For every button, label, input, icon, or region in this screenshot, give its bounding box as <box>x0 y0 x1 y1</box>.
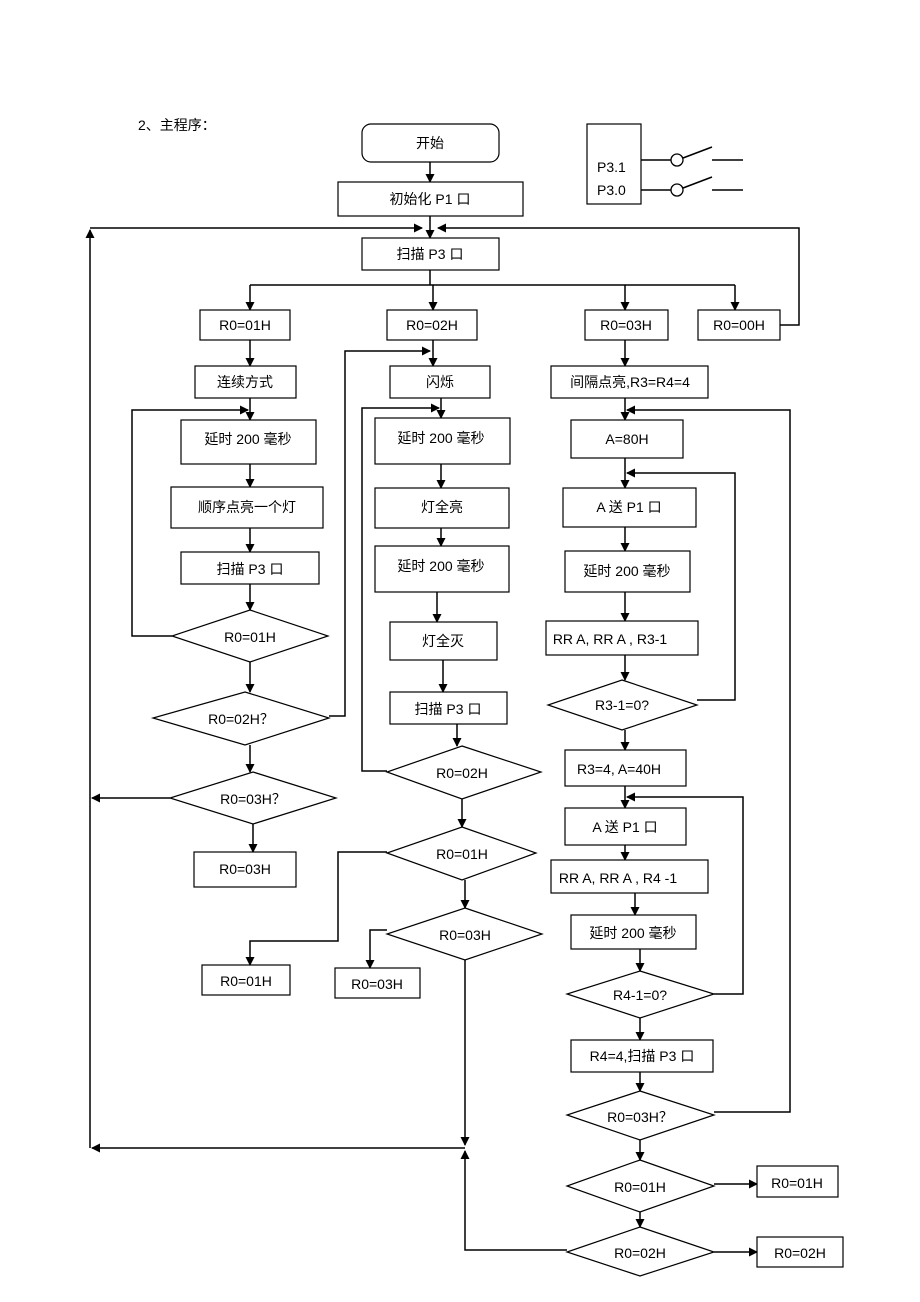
switch-p30-label: P3.0 <box>597 182 626 198</box>
return-line-r0-00 <box>437 223 800 326</box>
continuous-loop-arrow <box>131 405 249 637</box>
section-heading: 2、主程序： <box>138 117 216 133</box>
flash-check-01-label: R0=01H <box>436 846 488 862</box>
flash-all-on-box <box>374 487 510 529</box>
dispatch-r0-02-label: R0=02H <box>406 317 458 333</box>
flash-mode-box <box>389 365 491 399</box>
dispatch-r0-03-box <box>584 309 669 341</box>
flash-delay1-label: 延时 200 毫秒 <box>397 430 484 446</box>
interval-check-r3-decision <box>546 679 699 731</box>
continuous-set-03-box <box>193 851 297 888</box>
interval-set-01-box <box>756 1165 839 1198</box>
start-label: 开始 <box>416 135 444 151</box>
interval-check-01-label: R0=01H <box>614 1179 666 1195</box>
interval-loop-r4-arrow <box>626 792 744 995</box>
continuous-check-02-decision <box>150 691 331 746</box>
continuous-delay-label: 延时 200 毫秒 <box>204 431 291 447</box>
flash-loop-arrow <box>361 403 440 772</box>
flash-all-off-box <box>389 621 498 661</box>
continuous-delay-box <box>180 419 317 465</box>
interval-check-03-label: R0=03H？ <box>607 1109 673 1125</box>
dispatch-r0-03-label: R0=03H <box>600 317 652 333</box>
scan-main-label: 扫描 P3 口 <box>397 246 464 262</box>
interval-delay2-label: 延时 200 毫秒 <box>589 925 676 941</box>
interval-reset-r3-label: R3=4, A=40H <box>577 761 661 777</box>
flash-check-03-label: R0=03H <box>439 927 491 943</box>
interval-a80-box <box>570 419 684 459</box>
interval-mode-label: 间隔点亮,R3=R4=4 <box>570 374 690 390</box>
interval-check-02-label: R0=02H <box>614 1245 666 1261</box>
interval-set-02-box <box>756 1236 844 1268</box>
switch-panel <box>586 123 642 205</box>
continuous-light-one-box <box>170 486 324 529</box>
flash-mode-label: 闪烁 <box>426 374 454 390</box>
continuous-light-one-label: 顺序点亮一个灯 <box>198 499 296 515</box>
init-label: 初始化 P1 口 <box>390 191 471 207</box>
flash-delay2-label: 延时 200 毫秒 <box>397 558 484 574</box>
flash-set-03-label: R0=03H <box>351 976 403 992</box>
flow-arrow <box>365 929 387 969</box>
interval-loop-03-arrow <box>626 405 791 1113</box>
switch-p31-symbol <box>641 146 743 167</box>
interval-loop-r3-arrow <box>626 468 736 701</box>
dispatch-r0-00-label: R0=00H <box>713 317 765 333</box>
continuous-set-03-label: R0=03H <box>219 861 271 877</box>
dispatch-r0-02-box <box>386 309 478 341</box>
dispatch-r0-01-label: R0=01H <box>219 317 271 333</box>
continuous-scan-label: 扫描 P3 口 <box>217 561 284 577</box>
flash-set-01-box <box>201 964 291 996</box>
dispatch-r0-01-box <box>199 309 291 341</box>
flash-delay2-box <box>374 545 510 593</box>
interval-set-01-label: R0=01H <box>771 1175 823 1191</box>
flash-scan-box <box>389 691 508 725</box>
interval-send2-label: A 送 P1 口 <box>592 819 657 835</box>
interval-exit-arrow <box>460 1150 567 1251</box>
interval-mode-box <box>550 365 709 399</box>
interval-rotate2-box <box>550 859 709 894</box>
interval-rotate1-label: RR A, RR A , R3-1 <box>553 631 668 647</box>
continuous-scan-box <box>180 551 320 585</box>
interval-rotate2-label: RR A, RR A , R4 -1 <box>559 870 677 886</box>
interval-reset-r4-box <box>570 1039 714 1073</box>
interval-a80-label: A=80H <box>605 431 648 447</box>
flash-check-01-decision <box>385 826 538 881</box>
switch-p31-label: P3.1 <box>597 159 626 175</box>
continuous-check-01-label: R0=01H <box>224 629 276 645</box>
flash-delay1-box <box>374 417 511 465</box>
interval-delay1-box <box>564 550 691 593</box>
interval-check-r3-label: R3-1=0? <box>595 697 649 713</box>
flash-all-on-label: 灯全亮 <box>421 499 463 515</box>
flow-arrow <box>245 851 387 966</box>
flash-check-02-label: R0=02H <box>436 765 488 781</box>
interval-rotate1-box <box>545 620 699 656</box>
continuous-to-flash-arrow <box>329 346 431 717</box>
flash-set-01-label: R0=01H <box>220 973 272 989</box>
interval-delay1-label: 延时 200 毫秒 <box>583 563 670 579</box>
continuous-mode-box <box>194 365 297 399</box>
flash-set-03-box <box>334 967 421 999</box>
interval-send1-label: A 送 P1 口 <box>596 499 661 515</box>
continuous-mode-label: 连续方式 <box>217 374 273 390</box>
switch-p30-symbol <box>641 176 743 197</box>
dispatch-r0-00-box <box>697 309 781 341</box>
interval-check-r4-label: R4-1=0? <box>613 987 667 1003</box>
interval-send1-box <box>562 487 697 528</box>
interval-delay2-box <box>570 914 697 950</box>
flash-all-off-label: 灯全灭 <box>422 633 464 649</box>
interval-set-02-label: R0=02H <box>774 1245 826 1261</box>
continuous-check-03-label: R0=03H？ <box>220 791 286 807</box>
continuous-check-02-label: R0=02H？ <box>208 711 274 727</box>
flash-scan-label: 扫描 P3 口 <box>415 701 482 717</box>
interval-reset-r4-label: R4=4,扫描 P3 口 <box>590 1048 695 1064</box>
interval-check-02-decision <box>565 1226 716 1277</box>
